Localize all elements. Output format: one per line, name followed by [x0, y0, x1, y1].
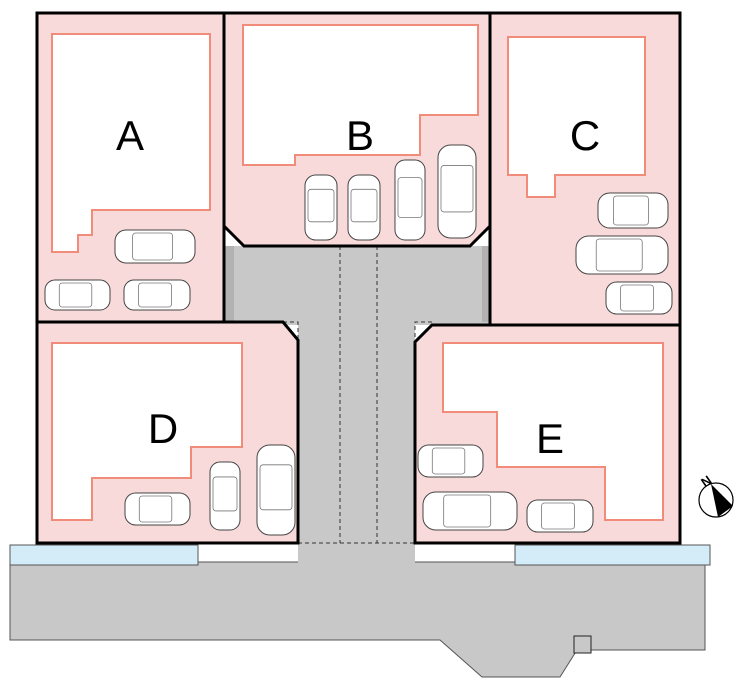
car-icon — [256, 444, 296, 536]
access-road-stem — [298, 322, 415, 567]
main-road — [9, 561, 706, 678]
car-icon — [123, 279, 191, 311]
car-icon — [124, 492, 191, 526]
car-icon — [605, 281, 673, 315]
lot-label: A — [116, 112, 144, 159]
car-icon — [304, 174, 338, 241]
building-footprint — [507, 36, 646, 198]
building-footprint — [51, 33, 211, 253]
lot-label: C — [570, 112, 600, 159]
car-icon — [597, 192, 669, 229]
road-edge-right — [482, 246, 490, 322]
lot-label: E — [536, 415, 564, 462]
car-icon — [347, 174, 381, 241]
car-icon — [526, 499, 594, 533]
car-icon — [417, 444, 484, 478]
building-footprint — [442, 342, 664, 521]
sidewalk-right — [514, 544, 711, 566]
utility-box — [573, 635, 592, 654]
lot-a: A — [35, 11, 226, 324]
building-footprint — [51, 342, 243, 521]
car-icon — [114, 229, 196, 264]
sidewalk-left — [9, 544, 199, 566]
car-icon — [575, 235, 669, 275]
car-icon — [394, 159, 426, 241]
car-icon — [44, 279, 111, 311]
lot-label: B — [346, 112, 374, 159]
car-icon — [209, 461, 241, 531]
access-road — [224, 246, 490, 325]
car-icon — [422, 491, 518, 531]
building-footprint — [242, 24, 479, 166]
lot-c: C — [488, 11, 682, 327]
road-edge-left — [224, 246, 234, 322]
lot-e: E — [413, 323, 682, 545]
lot-label: D — [148, 405, 178, 452]
compass: N — [698, 472, 734, 518]
car-icon — [437, 144, 477, 239]
